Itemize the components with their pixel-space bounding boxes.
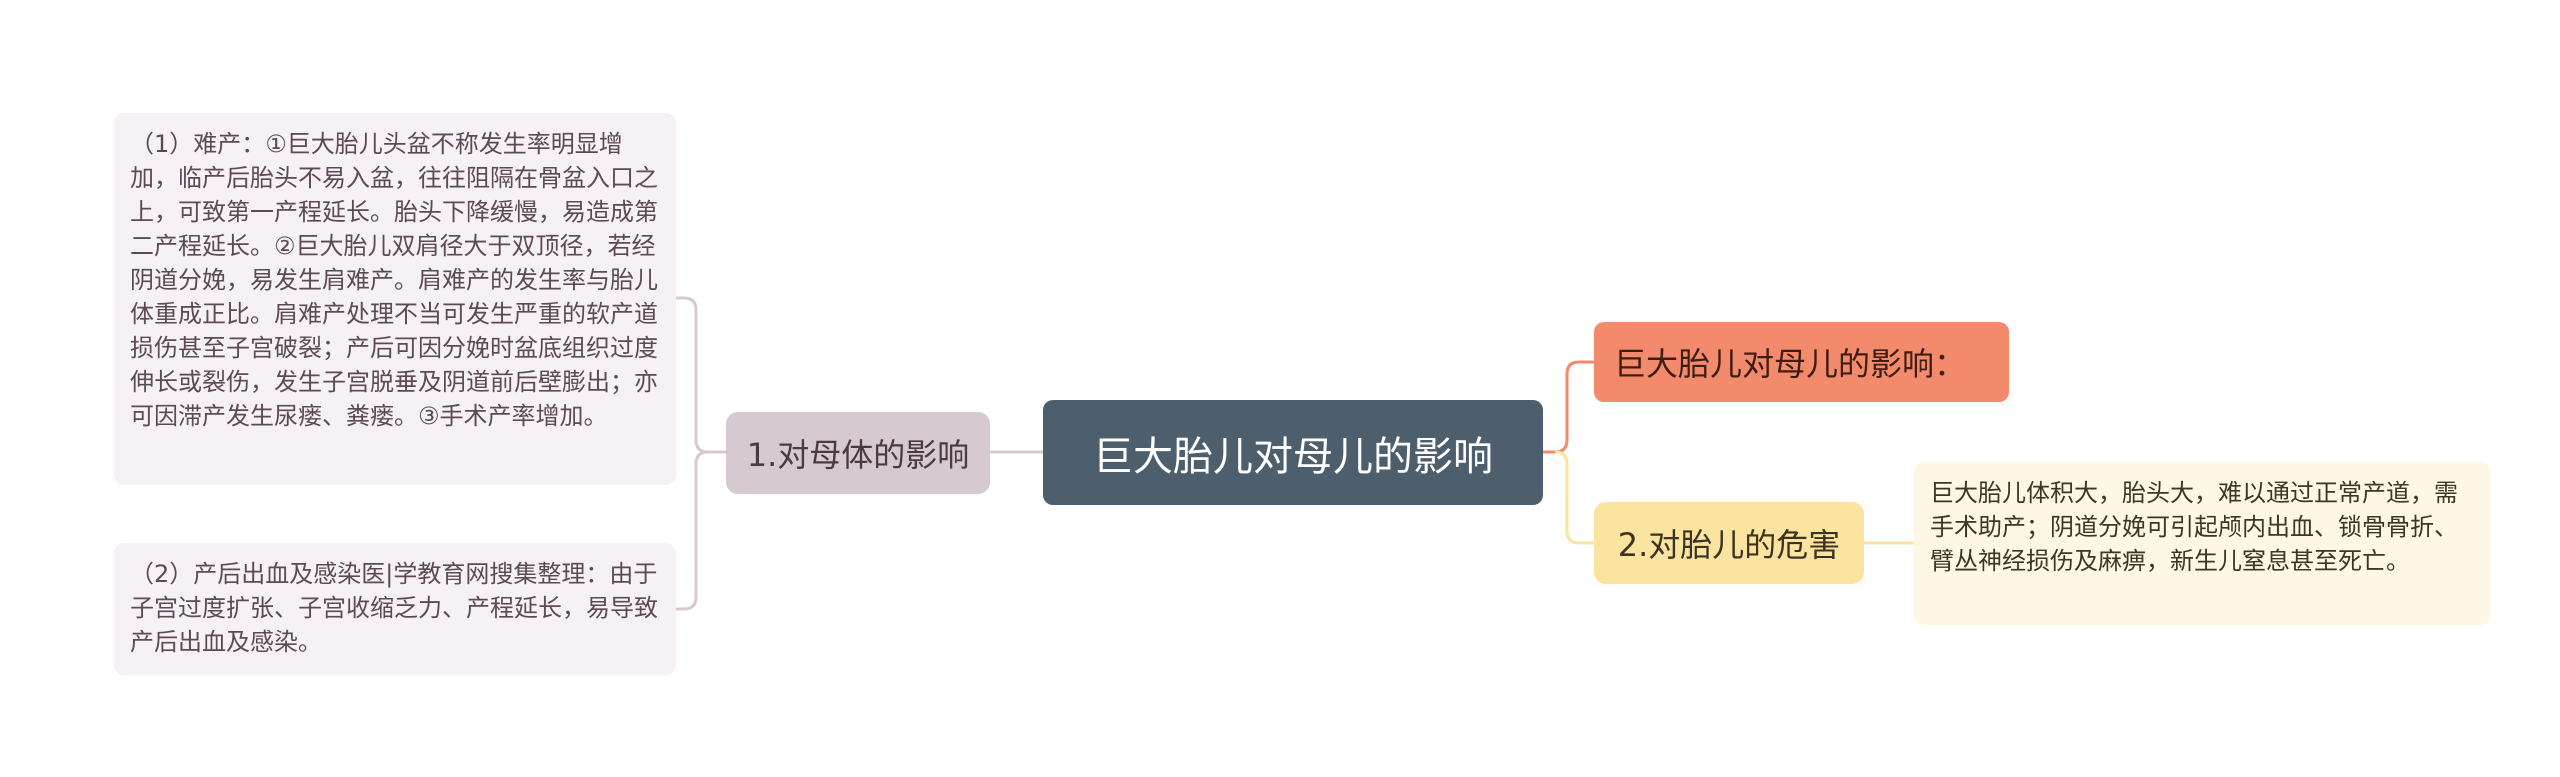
connector-left-branch-leaf-2 [676, 450, 709, 611]
connector-root-right-title [1543, 360, 1594, 454]
branch-fetal-harm[interactable]: 2.对胎儿的危害 [1594, 502, 1864, 584]
root-topic[interactable]: 巨大胎儿对母儿的影响 [1043, 400, 1543, 505]
leaf-fetal-harm-detail-text: 巨大胎儿体积大，胎头大，难以通过正常产道，需手术助产；阴道分娩可引起颅内出血、锁… [1930, 479, 2458, 575]
connector-left-branch-leaf-1 [676, 296, 726, 454]
branch-maternal-effects[interactable]: 1.对母体的影响 [726, 412, 990, 494]
branch-fetal-harm-label: 2.对胎儿的危害 [1617, 526, 1841, 564]
leaf-dystocia[interactable]: （1）难产：①巨大胎儿头盆不称发生率明显增加，临产后胎头不易入盆，往往阻隔在骨盆… [114, 113, 676, 485]
leaf-postpartum-hemorrhage[interactable]: （2）产后出血及感染医|学教育网搜集整理：由于子宫过度扩张、子宫收缩乏力、产程延… [114, 543, 676, 675]
branch-maternal-effects-label: 1.对母体的影响 [746, 436, 970, 474]
root-topic-label: 巨大胎儿对母儿的影响 [1093, 433, 1493, 480]
topic-maternal-fetal-effects[interactable]: 巨大胎儿对母儿的影响： [1594, 322, 2009, 402]
leaf-postpartum-hemorrhage-text: （2）产后出血及感染医|学教育网搜集整理：由于子宫过度扩张、子宫收缩乏力、产程延… [130, 560, 658, 656]
leaf-fetal-harm-detail[interactable]: 巨大胎儿体积大，胎头大，难以通过正常产道，需手术助产；阴道分娩可引起颅内出血、锁… [1914, 462, 2490, 625]
topic-maternal-fetal-effects-label: 巨大胎儿对母儿的影响： [1614, 345, 1967, 383]
connector-root-right-branch [1554, 450, 1594, 545]
leaf-dystocia-text: （1）难产：①巨大胎儿头盆不称发生率明显增加，临产后胎头不易入盆，往往阻隔在骨盆… [130, 130, 658, 430]
